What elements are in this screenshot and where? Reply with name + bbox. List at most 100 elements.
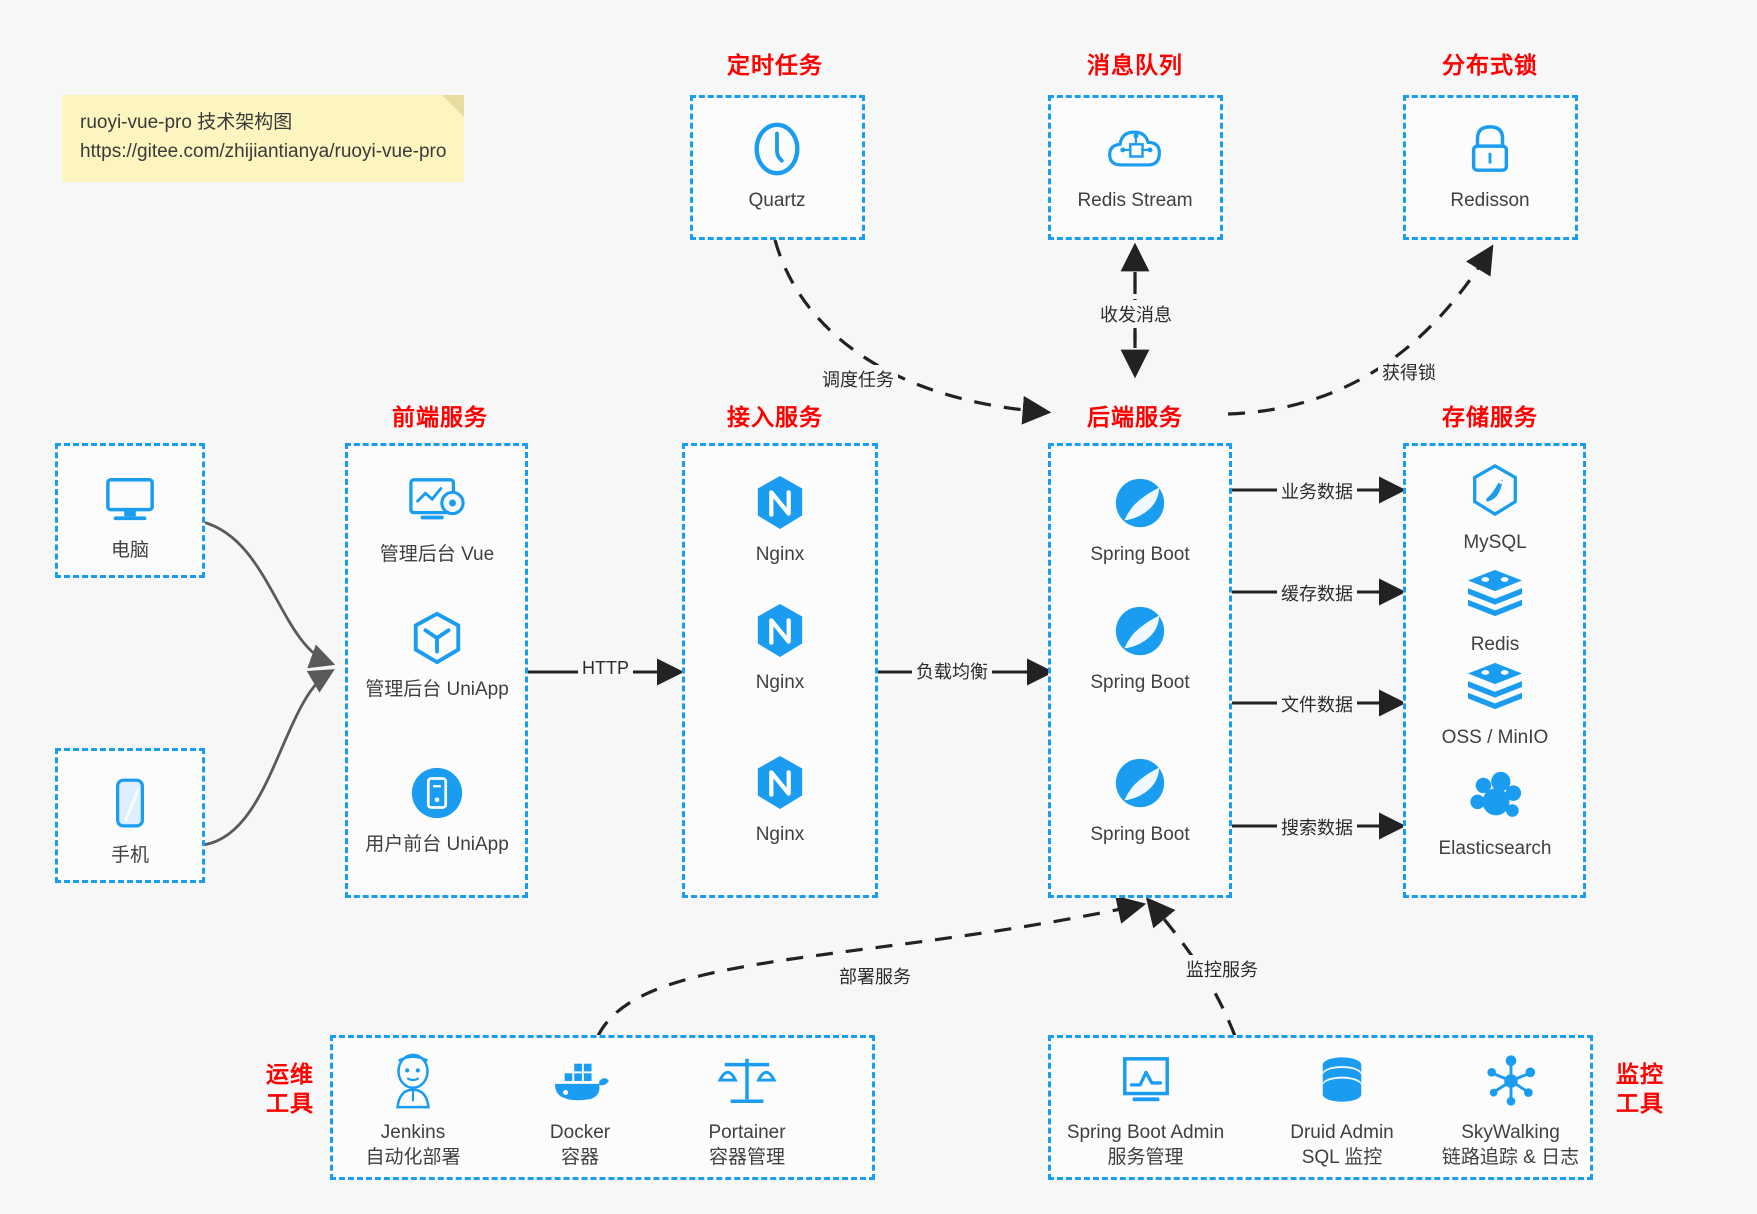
node-admin-vue[interactable]: 管理后台 Vue (352, 472, 522, 567)
node-docker[interactable]: Docker 容器 (505, 1050, 655, 1170)
redis-stack-icon (1410, 655, 1580, 717)
node-redis-stream[interactable]: Redis Stream (1050, 118, 1220, 213)
node-spring-boot-1[interactable]: Spring Boot (1055, 472, 1225, 567)
note-title: ruoyi-vue-pro 技术架构图 (80, 112, 293, 133)
node-label: 管理后台 Vue (379, 544, 495, 565)
edge-label-search-data: 搜索数据 (1277, 813, 1357, 841)
group-label-message-queue: 消息队列 (1087, 52, 1183, 78)
node-label: 电脑 (110, 540, 149, 561)
node-label: Elasticsearch (1438, 838, 1552, 859)
node-label: 用户前台 UniApp (365, 834, 509, 855)
edge-label-schedule-task: 调度任务 (818, 365, 898, 393)
database-cylinder-icon (1262, 1050, 1422, 1112)
redis-stack-icon (1410, 562, 1580, 624)
node-label: OSS / MinIO (1441, 727, 1549, 748)
edge-label-http: HTTP (578, 657, 633, 680)
node-label: Spring Boot (1090, 672, 1190, 693)
node-admin-uniapp[interactable]: 管理后台 UniApp (352, 607, 522, 702)
group-label-devops-line2: 工具 (266, 1089, 314, 1116)
node-label: Spring Boot (1090, 824, 1190, 845)
node-label: Druid Admin (1290, 1122, 1394, 1143)
node-spring-boot-admin[interactable]: Spring Boot Admin 服务管理 (1048, 1050, 1243, 1170)
skywalking-node-icon (1423, 1050, 1598, 1112)
node-label: Spring Boot Admin (1066, 1122, 1225, 1143)
node-mysql[interactable]: MySQL (1410, 460, 1580, 555)
node-redis[interactable]: Redis (1410, 562, 1580, 657)
node-mobile[interactable]: 手机 (45, 773, 215, 868)
node-portainer[interactable]: Portainer 容器管理 (672, 1050, 822, 1170)
nginx-icon (695, 752, 865, 814)
nginx-icon (695, 472, 865, 534)
cube-icon (352, 607, 522, 669)
node-label: Redis (1470, 634, 1520, 655)
node-nginx-2[interactable]: Nginx (695, 600, 865, 695)
smartphone-icon (45, 773, 215, 835)
scales-balance-icon (672, 1050, 822, 1112)
cloud-network-icon (1050, 118, 1220, 180)
node-sublabel: 链路追踪 & 日志 (1441, 1147, 1580, 1169)
edge-label-monitor-service: 监控服务 (1182, 955, 1262, 983)
node-druid-admin[interactable]: Druid Admin SQL 监控 (1262, 1050, 1422, 1170)
edge-label-send-receive-message: 收发消息 (1096, 300, 1176, 328)
node-label: SkyWalking (1461, 1122, 1560, 1143)
node-sublabel: 自动化部署 (365, 1147, 461, 1169)
node-label: Spring Boot (1090, 544, 1190, 565)
node-nginx-3[interactable]: Nginx (695, 752, 865, 847)
node-label: Nginx (755, 672, 805, 693)
monitor-chart-icon (1048, 1050, 1243, 1112)
group-label-monitoring-line1: 监控 (1616, 1061, 1664, 1087)
nginx-icon (695, 600, 865, 662)
note-fold-corner (442, 95, 465, 117)
node-sublabel: 容器 (560, 1147, 599, 1169)
node-label: Portainer (708, 1122, 786, 1143)
node-oss-minio[interactable]: OSS / MinIO (1410, 655, 1580, 750)
spring-leaf-icon (1055, 600, 1225, 662)
mobile-circle-icon (352, 762, 522, 824)
docker-whale-icon (505, 1050, 655, 1112)
node-skywalking[interactable]: SkyWalking 链路追踪 & 日志 (1423, 1050, 1598, 1170)
node-nginx-1[interactable]: Nginx (695, 472, 865, 567)
group-label-scheduler: 定时任务 (727, 52, 823, 78)
edge-label-acquire-lock: 获得锁 (1378, 358, 1440, 386)
node-jenkins[interactable]: Jenkins 自动化部署 (338, 1050, 488, 1170)
note-url: https://gitee.com/zhijiantianya/ruoyi-vu… (80, 140, 447, 162)
edge-label-load-balance: 负载均衡 (912, 657, 992, 685)
edge-label-business-data: 业务数据 (1277, 477, 1357, 505)
node-elasticsearch[interactable]: Elasticsearch (1410, 766, 1580, 861)
group-label-gateway: 接入服务 (727, 404, 823, 430)
group-box-scheduler (690, 95, 865, 240)
node-label: Nginx (755, 544, 805, 565)
node-pc[interactable]: 电脑 (45, 468, 215, 563)
spring-leaf-icon (1055, 752, 1225, 814)
node-quartz[interactable]: Quartz (692, 118, 862, 213)
node-label: MySQL (1463, 532, 1527, 553)
group-label-devops: 运维 工具 (255, 1060, 325, 1118)
edge-label-file-data: 文件数据 (1277, 690, 1357, 718)
group-label-monitoring-line2: 工具 (1616, 1089, 1664, 1116)
elasticsearch-icon (1410, 766, 1580, 828)
edge-label-cache-data: 缓存数据 (1277, 579, 1357, 607)
node-sublabel: 服务管理 (1107, 1147, 1184, 1169)
node-spring-boot-3[interactable]: Spring Boot (1055, 752, 1225, 847)
group-label-storage: 存储服务 (1442, 404, 1538, 430)
group-label-backend: 后端服务 (1087, 404, 1183, 430)
node-sublabel: SQL 监控 (1301, 1147, 1383, 1169)
node-label: 管理后台 UniApp (365, 679, 509, 700)
node-redisson[interactable]: Redisson (1405, 118, 1575, 213)
spring-leaf-icon (1055, 472, 1225, 534)
group-label-devops-line1: 运维 (266, 1061, 314, 1087)
clock-icon (692, 118, 862, 180)
node-label: Redis Stream (1077, 190, 1193, 211)
lock-icon (1405, 118, 1575, 180)
node-spring-boot-2[interactable]: Spring Boot (1055, 600, 1225, 695)
group-label-monitoring: 监控 工具 (1600, 1060, 1680, 1118)
diagram-note: ruoyi-vue-pro 技术架构图 https://gitee.com/zh… (62, 95, 465, 182)
node-label: Quartz (748, 190, 806, 211)
node-label: 手机 (110, 845, 149, 866)
node-label: Redisson (1450, 190, 1530, 211)
group-label-frontend: 前端服务 (392, 404, 488, 430)
node-user-uniapp[interactable]: 用户前台 UniApp (352, 762, 522, 857)
group-label-distributed-lock: 分布式锁 (1442, 52, 1538, 78)
node-label: Docker (549, 1122, 611, 1143)
